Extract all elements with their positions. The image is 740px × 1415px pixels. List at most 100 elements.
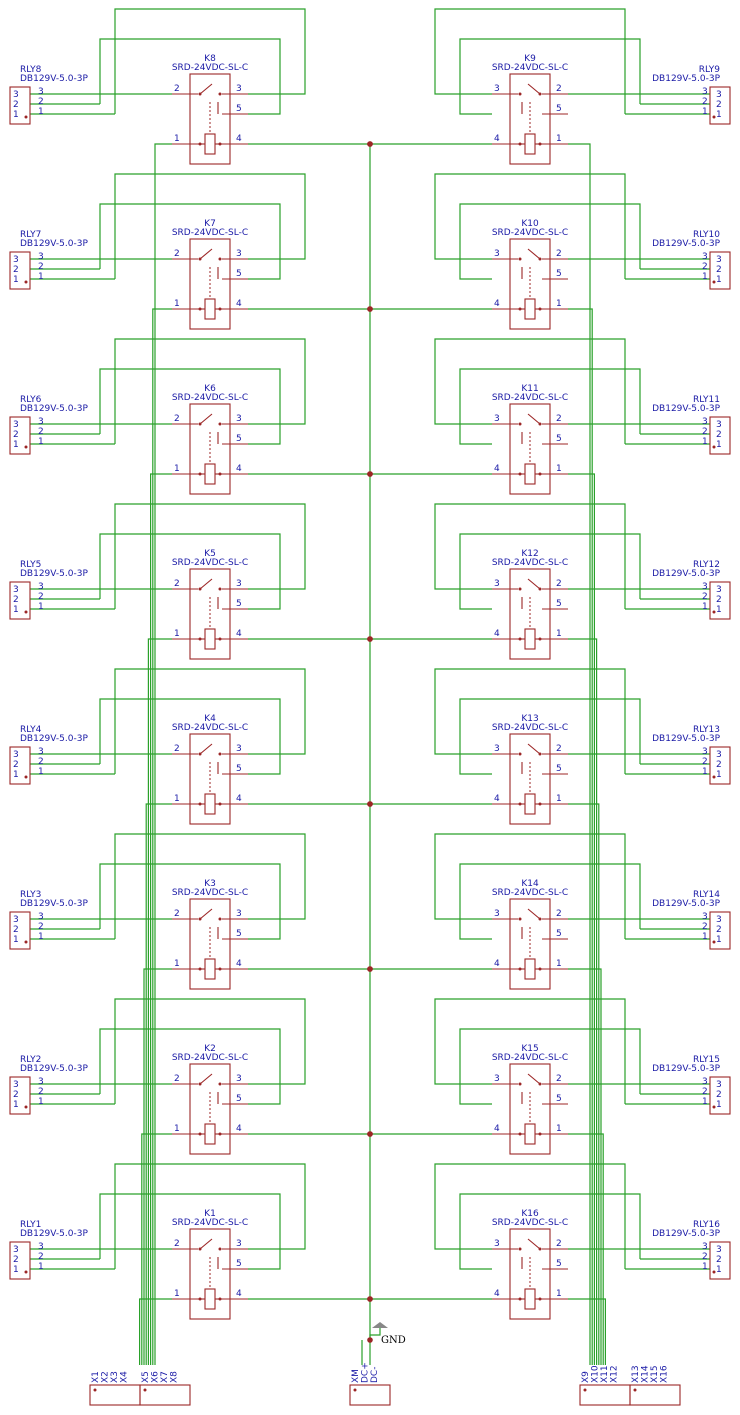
relay-ref: K15 [521, 1044, 538, 1054]
relay-ref: K4 [204, 714, 216, 724]
relay-coil [524, 628, 536, 650]
wire [568, 968, 602, 1365]
pin-dot [24, 115, 28, 119]
connector-body [709, 581, 731, 620]
connector-ref: RLY4 [20, 725, 42, 735]
relay-pin-number: 1 [556, 1124, 562, 1134]
connector-body [9, 1241, 31, 1280]
relay-pin-number: 4 [236, 794, 242, 804]
connector-pin-number: 2 [716, 925, 722, 935]
connector-pin-number: 2 [13, 925, 19, 935]
relay-body [509, 1228, 551, 1320]
relay-body [189, 898, 231, 990]
header-pin-label: X1 [91, 1371, 101, 1383]
pin-dot [198, 917, 202, 921]
pin-dot [518, 1082, 522, 1086]
wire-layer [30, 8, 710, 1365]
connector-pin-number: 3 [38, 747, 44, 757]
wire [434, 338, 626, 444]
relay-pin-number: 2 [174, 579, 180, 589]
pin-dot [712, 610, 716, 614]
connector-value: DB129V-5.0-3P [20, 1064, 88, 1074]
relay-body [189, 1063, 231, 1155]
relay-pin-number: 4 [236, 1289, 242, 1299]
pin-dot [198, 752, 202, 756]
connector-value: DB129V-5.0-3P [652, 734, 720, 744]
connector-pin-number: 3 [702, 912, 708, 922]
pin-dot [518, 917, 522, 921]
pin-dot [353, 1388, 357, 1392]
connector-pin-number: 2 [38, 1252, 44, 1262]
relay-pin-number: 1 [556, 794, 562, 804]
pin-dot [198, 1132, 202, 1136]
relay-pin-number: 5 [236, 599, 242, 609]
connector-pin-number: 1 [716, 770, 722, 780]
wire [434, 998, 626, 1104]
wire [99, 38, 281, 115]
header-pin-label: X12 [610, 1365, 620, 1383]
wire-junction [367, 966, 373, 972]
pin-dot [538, 307, 542, 311]
connector-pin-number: 3 [716, 1080, 722, 1090]
pin-dot [518, 587, 522, 591]
relay-value: SRD-24VDC-SL-C [492, 228, 568, 238]
relay-pin-number: 1 [174, 1289, 180, 1299]
pin-header [349, 1384, 391, 1406]
relay-pin-number: 1 [174, 134, 180, 144]
connector-pin-number: 1 [716, 605, 722, 615]
relay-coil [524, 958, 536, 980]
pin-dot [518, 472, 522, 476]
connector-value: DB129V-5.0-3P [652, 239, 720, 249]
connector-pin-number: 1 [13, 935, 19, 945]
relay-switch-blade [527, 1073, 541, 1085]
connector-pin-number: 2 [13, 760, 19, 770]
connector-value: DB129V-5.0-3P [20, 74, 88, 84]
pin-dot [218, 752, 222, 756]
wire [147, 638, 172, 1365]
header-pin-label: DC- [370, 1367, 380, 1383]
relay-body [509, 568, 551, 660]
connector-value: DB129V-5.0-3P [20, 734, 88, 744]
pin-dot [538, 1297, 542, 1301]
connector-pin-number: 2 [702, 592, 708, 602]
relay-ref: K11 [521, 384, 538, 394]
wire [114, 833, 306, 939]
pin-dot [218, 917, 222, 921]
pin-dot [712, 775, 716, 779]
pin-dot [198, 307, 202, 311]
wire-junction [367, 1296, 373, 1302]
pin-dot [218, 307, 222, 311]
connector-pin-number: 3 [716, 585, 722, 595]
relay-pin-number: 5 [556, 764, 562, 774]
connector-ref: RLY10 [693, 230, 720, 240]
relay-pin-number: 3 [236, 1239, 242, 1249]
wire [154, 143, 172, 1365]
connector-pin-number: 1 [716, 440, 722, 450]
pin-dot [538, 587, 542, 591]
wire-junction [367, 801, 373, 807]
gnd-label: GND [381, 1335, 406, 1346]
wire [434, 173, 626, 279]
connector-pin-number: 3 [13, 1080, 19, 1090]
connector-ref: RLY7 [20, 230, 41, 240]
relay-pin-number: 1 [556, 629, 562, 639]
header-pin-label: DC+ [361, 1362, 371, 1383]
pin-dot [24, 940, 28, 944]
relay-switch-blade [199, 578, 213, 590]
connector-pin-number: 3 [716, 750, 722, 760]
connector-ref: RLY6 [20, 395, 42, 405]
relay-coil [204, 1123, 216, 1145]
relay-pin-number: 4 [236, 1124, 242, 1134]
wire [99, 368, 281, 445]
relay-pin-number: 3 [236, 84, 242, 94]
relay-ref: K7 [204, 219, 216, 229]
pin-dot [518, 422, 522, 426]
relay-pin-number: 5 [236, 929, 242, 939]
connector-pin-number: 2 [38, 262, 44, 272]
relay-switch-blade [527, 743, 541, 755]
relay-ref: K10 [521, 219, 539, 229]
wire [114, 998, 306, 1104]
connector-pin-number: 1 [13, 440, 19, 450]
relay-coil [524, 133, 536, 155]
relay-pin-number: 2 [174, 1074, 180, 1084]
